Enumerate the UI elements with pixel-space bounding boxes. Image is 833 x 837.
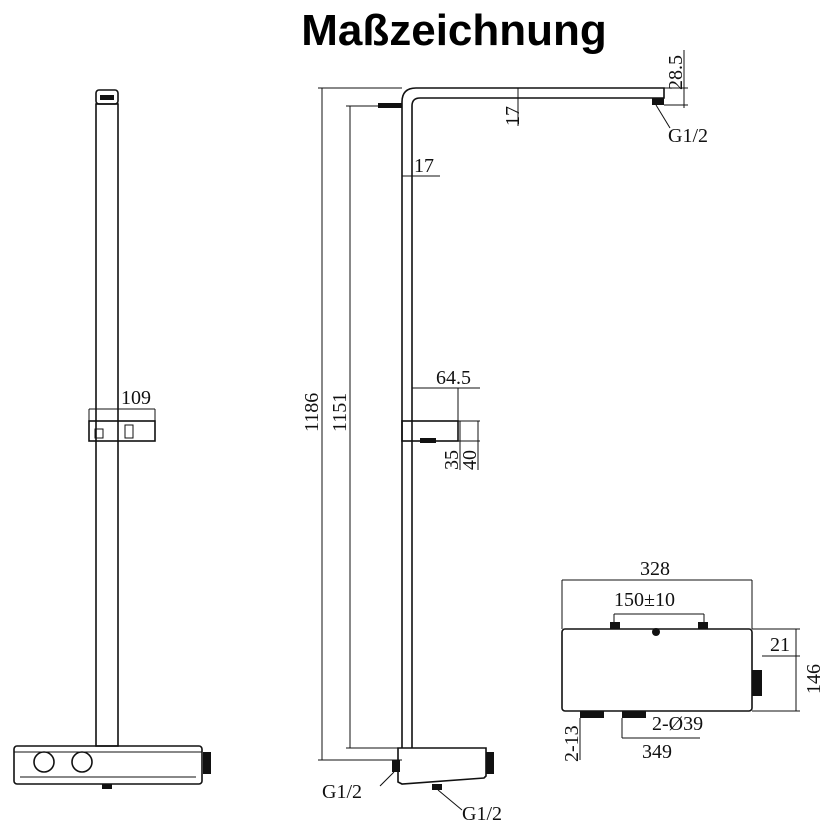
dim-328: 328	[640, 558, 670, 580]
dim-109: 109	[121, 387, 151, 409]
knob-left-icon	[33, 751, 55, 773]
front-view: 109	[13, 89, 211, 789]
label-g12-left: G1/2	[322, 781, 362, 803]
thermostat-side	[397, 747, 487, 785]
dim-17-top: 17	[502, 106, 524, 126]
drawing-title: Maßzeichnung	[301, 6, 607, 55]
label-g12-head: G1/2	[668, 125, 708, 147]
side-view: 28.5 17 G1/2 17 1186 1151 64.5 35 40	[301, 50, 708, 825]
slider-holder-front	[88, 420, 156, 442]
dim-146: 146	[803, 664, 825, 694]
dim-2-dia-39: 2-Ø39	[652, 713, 703, 735]
thermostat-body-top	[561, 628, 753, 712]
dim-349: 349	[642, 741, 672, 763]
dim-40: 40	[459, 450, 481, 470]
dim-2-13: 2-13	[561, 725, 583, 762]
dim-28-5: 28.5	[665, 55, 687, 90]
shower-arm	[401, 87, 665, 748]
rail-front	[95, 103, 119, 747]
dim-150-tolerance: 150±10	[614, 589, 675, 611]
dim-21: 21	[770, 634, 790, 656]
dim-17-side: 17	[414, 155, 434, 177]
dim-35: 35	[441, 450, 463, 470]
knob-right-icon	[71, 751, 93, 773]
dim-1186: 1186	[301, 393, 323, 432]
dim-1151: 1151	[329, 393, 351, 432]
label-g12-bottom: G1/2	[462, 803, 502, 825]
thermostat-detail-view: 328 150±10 21 146 2-13 2-Ø39 349	[561, 558, 825, 763]
dim-64-5: 64.5	[436, 367, 471, 389]
